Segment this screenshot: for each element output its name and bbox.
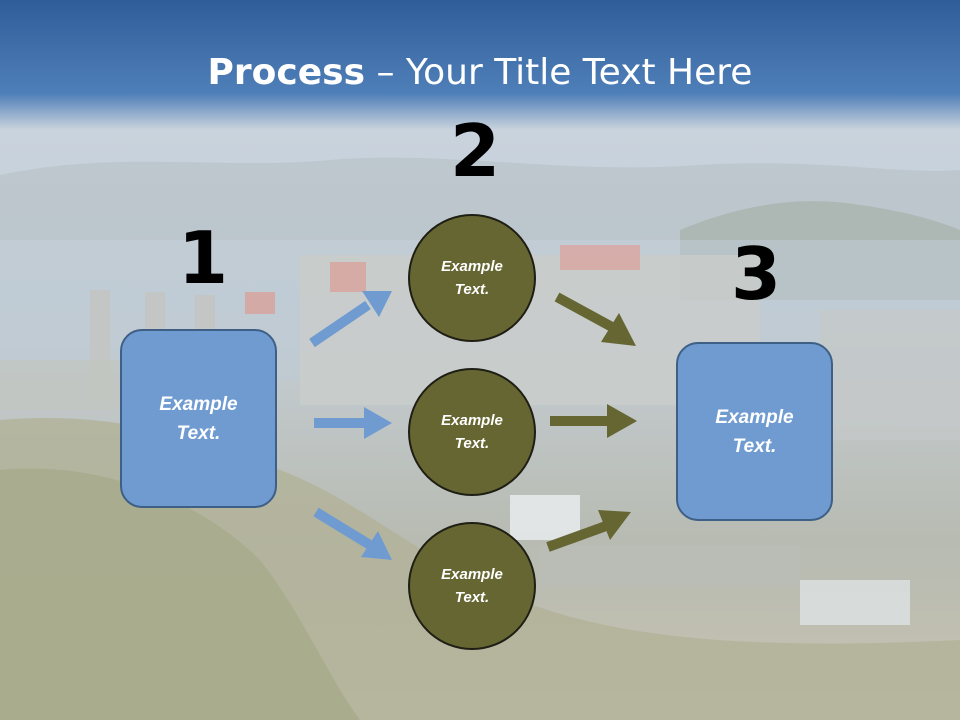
circle-bottom-label: Example Text.	[441, 566, 503, 606]
step-number-2: 2	[450, 109, 501, 193]
circle-top-label: Example Text.	[441, 258, 503, 298]
slide-title: Process – Your Title Text Here	[0, 52, 960, 93]
arrow-up-right	[309, 291, 392, 348]
step-number-1: 1	[178, 216, 229, 300]
arrow-right-olive	[550, 404, 637, 438]
circle-top: Example Text.	[408, 214, 536, 342]
blue-arrows	[309, 291, 392, 560]
arrow-down-right-olive	[554, 292, 636, 346]
title-rest: – Your Title Text Here	[365, 52, 753, 93]
olive-arrows	[546, 292, 637, 552]
step-number-3: 3	[731, 232, 782, 316]
circle-middle-label: Example Text.	[441, 412, 503, 452]
arrow-down-right	[313, 507, 392, 560]
right-box-label: Example Text.	[715, 406, 794, 457]
right-process-box: Example Text.	[676, 342, 833, 521]
circle-middle: Example Text.	[408, 368, 536, 496]
arrow-right	[314, 407, 392, 439]
left-process-box: Example Text.	[120, 329, 277, 508]
arrow-up-right-olive	[546, 510, 631, 552]
left-box-label: Example Text.	[159, 393, 238, 444]
circle-bottom: Example Text.	[408, 522, 536, 650]
title-bold: Process	[207, 52, 366, 93]
